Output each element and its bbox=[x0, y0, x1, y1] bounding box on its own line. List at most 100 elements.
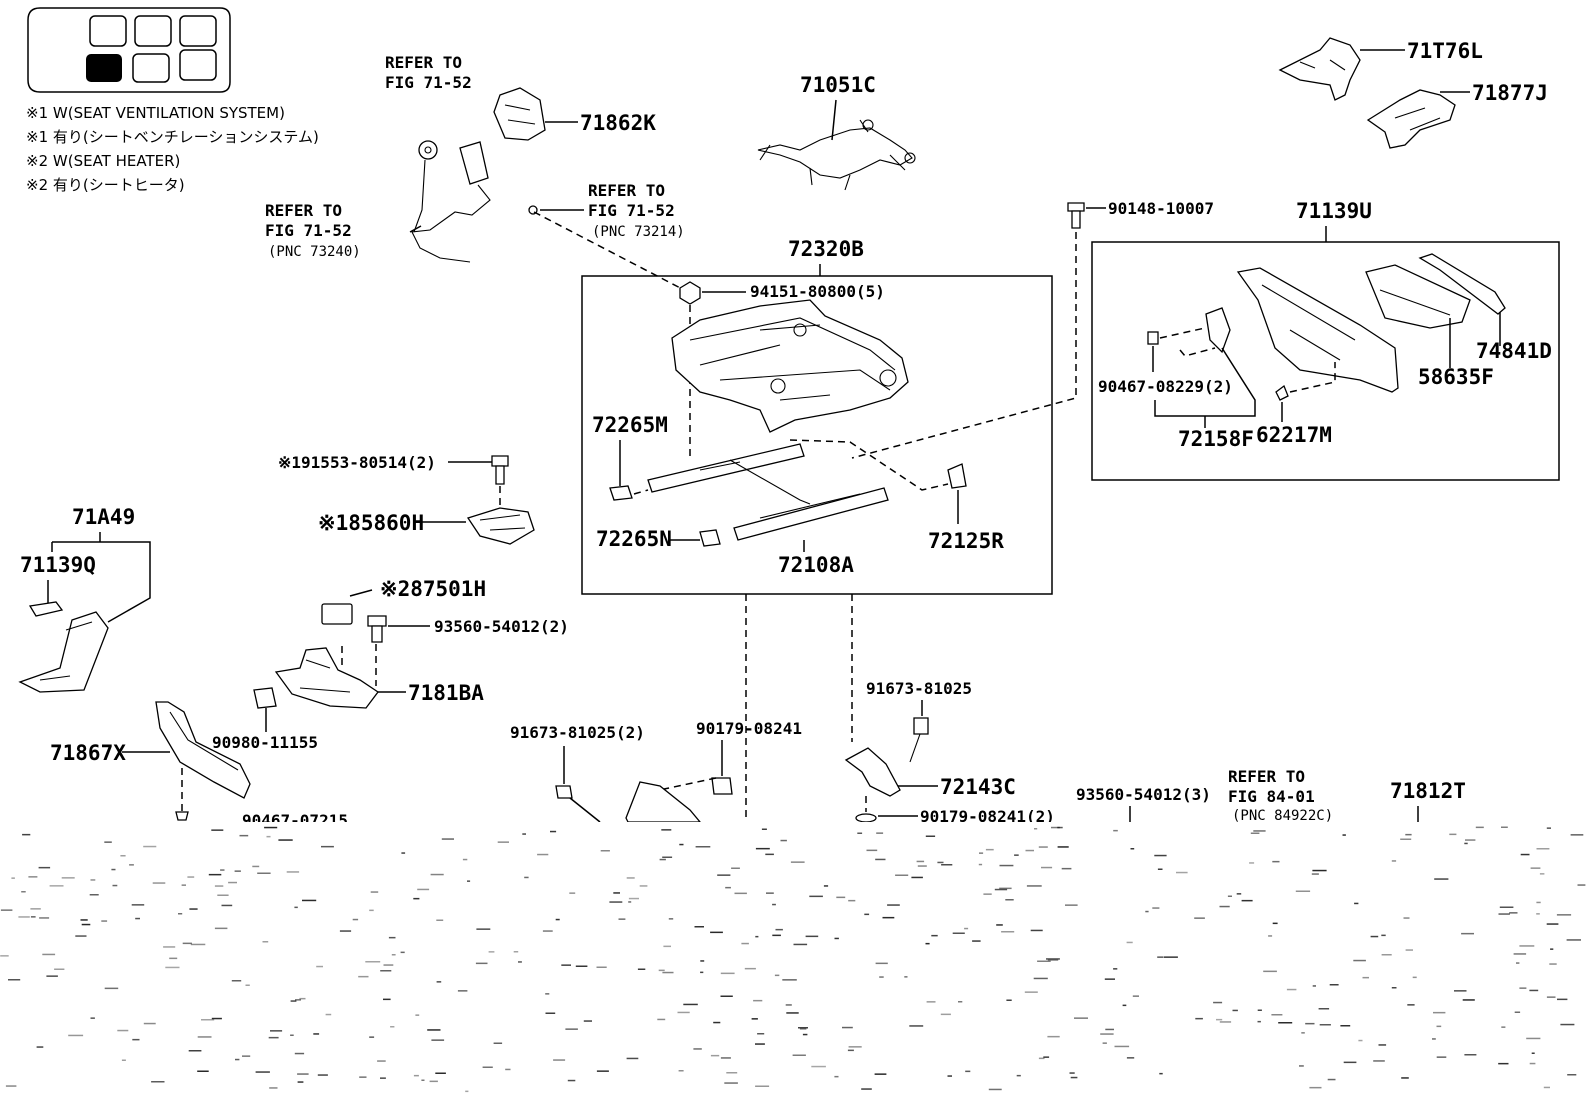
bracket-72143C-drawing bbox=[844, 747, 901, 797]
noise-dash bbox=[295, 999, 301, 1001]
noise-dash bbox=[321, 845, 334, 848]
noise-dash bbox=[290, 1034, 294, 1036]
noise-dash bbox=[1526, 1037, 1541, 1040]
label-87501H[interactable]: ※287501H bbox=[380, 577, 486, 601]
label-71051C[interactable]: 71051C bbox=[800, 73, 876, 97]
label-71139Q[interactable]: 71139Q bbox=[20, 553, 96, 577]
noise-dash bbox=[834, 937, 839, 940]
noise-dash bbox=[1577, 884, 1586, 886]
noise-dash bbox=[1213, 1001, 1223, 1004]
label-90179-08241-2[interactable]: 90179-08241(2) bbox=[920, 807, 1055, 826]
noise-dash bbox=[493, 1042, 503, 1044]
label-72108A[interactable]: 72108A bbox=[778, 553, 854, 577]
label-72158F[interactable]: 72158F bbox=[1178, 427, 1254, 451]
noise-dash bbox=[567, 1079, 576, 1082]
noise-dash bbox=[380, 970, 392, 972]
noise-dash bbox=[782, 979, 797, 981]
noise-dash bbox=[1465, 839, 1476, 841]
label-90148-10007[interactable]: 90148-10007 bbox=[1108, 199, 1214, 218]
noise-dash bbox=[234, 870, 241, 872]
noise-dash bbox=[1001, 931, 1015, 933]
noise-dash bbox=[302, 899, 317, 902]
noise-dash bbox=[101, 920, 108, 922]
label-90467-08229[interactable]: 90467-08229(2) bbox=[1098, 377, 1233, 396]
refer-b-line2[interactable]: FIG 71-52 bbox=[588, 201, 675, 220]
noise-dash bbox=[1194, 917, 1205, 919]
label-72125R[interactable]: 72125R bbox=[928, 529, 1004, 553]
noise-dash bbox=[132, 1038, 140, 1041]
noise-dash bbox=[780, 839, 787, 842]
label-58635F[interactable]: 58635F bbox=[1418, 365, 1494, 389]
noise-dash bbox=[1122, 1004, 1127, 1007]
noise-dash bbox=[626, 1057, 639, 1060]
label-72143C[interactable]: 72143C bbox=[940, 775, 1016, 799]
noise-dash bbox=[352, 918, 359, 921]
label-91673-81025-2[interactable]: 91673-81025(2) bbox=[510, 723, 645, 742]
noise-dash bbox=[1113, 968, 1118, 970]
bracket-71T76L-drawing bbox=[1278, 37, 1361, 101]
noise-dash bbox=[659, 858, 666, 861]
label-93560-54012-2[interactable]: 93560-54012(2) bbox=[434, 617, 569, 636]
noise-dash bbox=[937, 861, 944, 864]
refer-c-line2[interactable]: FIG 71-52 bbox=[265, 221, 352, 240]
noise-dash bbox=[518, 961, 522, 963]
noise-dash bbox=[678, 1070, 684, 1072]
noise-dash bbox=[89, 894, 99, 896]
label-7181BA[interactable]: 7181BA bbox=[408, 681, 484, 705]
noise-dash bbox=[1405, 949, 1413, 951]
label-62217M[interactable]: 62217M bbox=[1256, 423, 1332, 447]
noise-dash bbox=[882, 916, 895, 919]
label-71812T[interactable]: 71812T bbox=[1390, 779, 1466, 803]
noise-dash bbox=[542, 930, 553, 932]
noise-dash bbox=[848, 1046, 862, 1048]
noise-dash bbox=[834, 1075, 839, 1078]
noise-dash bbox=[1498, 1062, 1509, 1065]
noise-dash bbox=[1436, 1056, 1447, 1058]
label-93560-54012-3[interactable]: 93560-54012(3) bbox=[1076, 785, 1211, 804]
refer-b-line1: REFER TO bbox=[588, 181, 665, 200]
noise-dash bbox=[628, 897, 639, 900]
noise-dash bbox=[117, 1029, 129, 1032]
label-71862K[interactable]: 71862K bbox=[580, 111, 656, 135]
noise-dash bbox=[775, 928, 783, 931]
label-91553-80514[interactable]: ※191553-80514(2) bbox=[278, 453, 436, 472]
refer-a-line2[interactable]: FIG 71-52 bbox=[385, 73, 472, 92]
noise-dash bbox=[197, 1070, 209, 1072]
noise-dash bbox=[38, 866, 51, 869]
noise-dash bbox=[553, 1059, 566, 1061]
noise-dash bbox=[1499, 906, 1514, 908]
label-71A49[interactable]: 71A49 bbox=[72, 505, 135, 529]
noise-dash bbox=[1069, 1072, 1075, 1074]
label-72265M[interactable]: 72265M bbox=[592, 413, 668, 437]
label-91673-81025[interactable]: 91673-81025 bbox=[866, 679, 972, 698]
label-71877J[interactable]: 71877J bbox=[1472, 81, 1548, 105]
label-71867X[interactable]: 71867X bbox=[50, 741, 126, 765]
label-72265N[interactable]: 72265N bbox=[596, 527, 672, 551]
noise-dash bbox=[802, 1033, 808, 1036]
noise-dash bbox=[1462, 999, 1475, 1001]
noise-dash bbox=[1327, 1078, 1336, 1081]
noise-dash bbox=[297, 1073, 309, 1075]
noise-dash bbox=[1454, 990, 1467, 992]
noise-dash bbox=[482, 1066, 493, 1068]
clip-72125R-drawing bbox=[947, 463, 967, 489]
label-90179-08241[interactable]: 90179-08241 bbox=[696, 719, 802, 738]
noise-dash bbox=[413, 897, 420, 900]
noise-dash bbox=[1152, 907, 1160, 909]
label-71T76L[interactable]: 71T76L bbox=[1407, 39, 1483, 63]
noise-dash bbox=[741, 942, 749, 945]
label-74841D[interactable]: 74841D bbox=[1476, 339, 1552, 363]
noise-dash bbox=[1405, 833, 1412, 836]
noise-dash bbox=[1113, 829, 1118, 832]
label-72320B[interactable]: 72320B bbox=[788, 237, 864, 261]
refer-d-line2[interactable]: FIG 84-01 bbox=[1228, 787, 1315, 806]
label-85860H[interactable]: ※185860H bbox=[318, 511, 424, 535]
noise-dash bbox=[1278, 1022, 1293, 1024]
label-94151-80800[interactable]: 94151-80800(5) bbox=[750, 282, 885, 301]
bracket-71877J-drawing bbox=[1366, 89, 1456, 149]
noise-dash bbox=[1157, 868, 1163, 870]
label-90980-11155[interactable]: 90980-11155 bbox=[212, 733, 318, 752]
legend-note-2: ※1 有り(シートベンチレーションシステム) bbox=[26, 128, 319, 146]
noise-dash bbox=[710, 1054, 720, 1057]
label-71139U[interactable]: 71139U bbox=[1296, 199, 1372, 223]
